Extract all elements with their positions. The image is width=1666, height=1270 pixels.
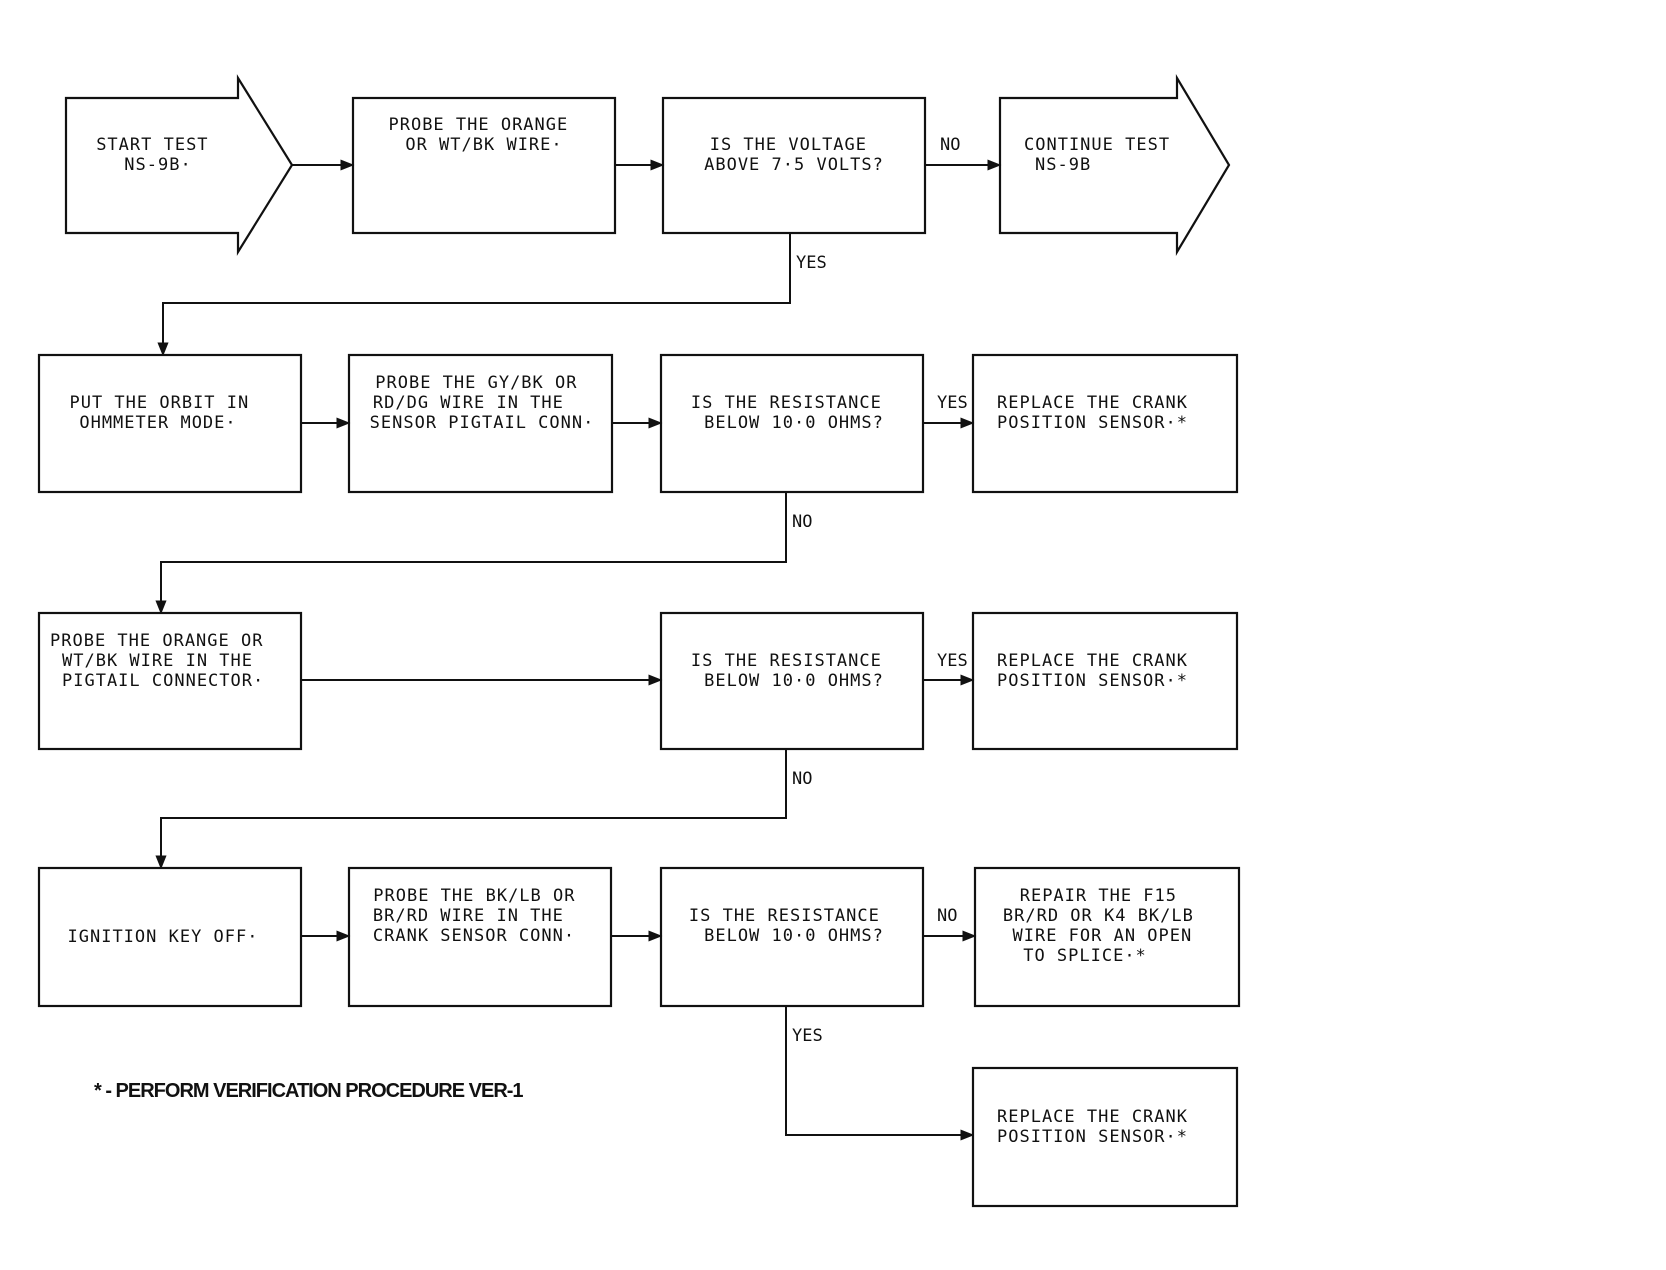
arrow-res1-no [155,492,787,615]
start-test-node: START TEST NS-9B· [64,74,294,256]
svg-text:REPLACE THE CRANK POSITI: REPLACE THE CRANK POSITION SENSOR·* [997,393,1199,433]
label-res1-no: NO [792,512,812,532]
probe-gybk-node: PROBE THE GY/BK OR RD/DG WIRE IN THE SEN… [347,353,614,494]
orbit-ohmmeter-node: PUT THE ORBIT IN OHMMETER MODE· [37,353,303,494]
label-voltage-no: NO [940,135,960,155]
replace-sensor-2-node: REPLACE THE CRANK POSITION SENSOR·* [971,611,1239,751]
svg-text:IS THE VOLTAGE ABOVE 7·5: IS THE VOLTAGE ABOVE 7·5 VOLTS? [704,135,884,175]
repair-wire-node: REPAIR THE F15 BR/RD OR K4 BK/LB WIRE FO… [973,866,1241,1008]
continue-test-text: CONTINUE TEST NS-9B [1024,135,1181,175]
label-res2-yes: YES [937,651,968,671]
label-res1-yes: YES [937,393,968,413]
footnote-verification: * - PERFORM VERIFICATION PROCEDURE VER-1 [94,1080,523,1102]
continue-test-node: CONTINUE TEST NS-9B [998,74,1231,256]
label-res3-no: NO [937,906,957,926]
start-test-text: START TEST NS-9B· [96,135,220,175]
svg-text:IS THE RESISTANCE BELOW: IS THE RESISTANCE BELOW 10·0 OHMS? [689,906,891,946]
voltage-decision-node: IS THE VOLTAGE ABOVE 7·5 VOLTS? [661,96,927,235]
svg-text:PROBE THE GY/BK OR RD/DG: PROBE THE GY/BK OR RD/DG WIRE IN THE SEN… [370,373,595,433]
resistance-decision-3-node: IS THE RESISTANCE BELOW 10·0 OHMS? [659,866,925,1008]
svg-text:PUT THE ORBIT IN OHMMETE: PUT THE ORBIT IN OHMMETER MODE· [69,393,260,433]
svg-text:IS THE RESISTANCE BELOW: IS THE RESISTANCE BELOW 10·0 OHMS? [691,651,893,691]
label-res3-yes: YES [792,1026,823,1046]
label-res2-no: NO [792,769,812,789]
ignition-off-node: IGNITION KEY OFF· [37,866,303,1008]
replace-sensor-1-node: REPLACE THE CRANK POSITION SENSOR·* [971,353,1239,494]
arrow-res2-no [155,749,787,870]
svg-text:IGNITION KEY OFF·: IGNITION KEY OFF· [68,927,259,947]
probe-bklb-node: PROBE THE BK/LB OR BR/RD WIRE IN THE CRA… [347,866,613,1008]
svg-text:REPAIR THE F15 BR/RD OR: REPAIR THE F15 BR/RD OR K4 BK/LB WIRE FO… [1003,886,1205,966]
svg-text:IS THE RESISTANCE BELOW: IS THE RESISTANCE BELOW 10·0 OHMS? [691,393,893,433]
svg-text:PROBE THE BK/LB OR BR/RD: PROBE THE BK/LB OR BR/RD WIRE IN THE CRA… [373,886,587,946]
svg-text:PROBE THE ORANGE OR WT/B: PROBE THE ORANGE OR WT/BK WIRE IN THE PI… [50,631,275,691]
svg-text:REPLACE THE CRANK POSITI: REPLACE THE CRANK POSITION SENSOR·* [997,651,1199,691]
replace-sensor-3-node: REPLACE THE CRANK POSITION SENSOR·* [971,1066,1239,1208]
probe-orange-node: PROBE THE ORANGE OR WT/BK WIRE· [351,96,617,235]
probe-pigtail-node: PROBE THE ORANGE OR WT/BK WIRE IN THE PI… [37,611,303,751]
arrow-voltage-yes [157,233,791,357]
resistance-decision-2-node: IS THE RESISTANCE BELOW 10·0 OHMS? [659,611,925,751]
resistance-decision-1-node: IS THE RESISTANCE BELOW 10·0 OHMS? [659,353,925,494]
arrow-res3-yes [785,1006,975,1141]
svg-text:REPLACE THE CRANK POSITI: REPLACE THE CRANK POSITION SENSOR·* [997,1107,1199,1147]
svg-text:PROBE THE ORANGE OR WT/B: PROBE THE ORANGE OR WT/BK WIRE· [388,115,579,155]
label-voltage-yes: YES [796,253,827,273]
